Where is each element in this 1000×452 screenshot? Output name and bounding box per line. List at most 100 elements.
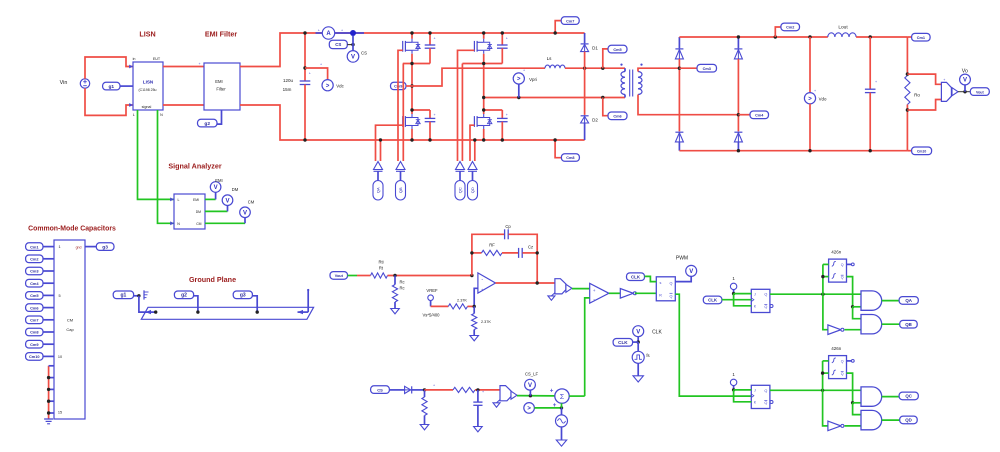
svg-text:V: V [225, 198, 229, 204]
svg-text:+: + [318, 28, 320, 32]
svg-text:LISN: LISN [143, 80, 154, 85]
svg-text:Vpri: Vpri [529, 77, 537, 82]
svg-text:-: - [481, 277, 483, 283]
svg-text:signal: signal [142, 105, 152, 109]
svg-text:V: V [689, 269, 693, 275]
svg-text:Ground Plane: Ground Plane [189, 275, 236, 284]
svg-text:>: > [517, 77, 521, 83]
svg-text:EMI: EMI [193, 198, 199, 202]
svg-text:1: 1 [732, 372, 735, 377]
svg-text:K: K [754, 401, 757, 405]
svg-text:Lout: Lout [838, 25, 848, 31]
svg-text:Cm8: Cm8 [30, 330, 39, 335]
svg-text:10: 10 [58, 355, 62, 359]
svg-text:5: 5 [58, 294, 60, 298]
svg-text:g2: g2 [204, 121, 210, 127]
svg-text:Cm3: Cm3 [30, 269, 39, 274]
svg-text:A: A [326, 31, 331, 37]
svg-text:V: V [214, 185, 218, 191]
svg-text:Cm7: Cm7 [566, 19, 574, 23]
svg-text:+: + [506, 37, 508, 41]
svg-text:Filter: Filter [216, 87, 226, 92]
svg-text:15m: 15m [283, 87, 292, 92]
svg-text:K: K [754, 305, 757, 309]
svg-text:Vo: Vo [962, 69, 968, 75]
svg-text:2.37K: 2.37K [457, 298, 467, 302]
svg-text:CLK: CLK [708, 298, 718, 303]
svg-text:Cm8: Cm8 [566, 156, 574, 160]
svg-text:CM: CM [196, 222, 201, 226]
svg-text:g1: g1 [120, 293, 126, 299]
svg-text:-: - [593, 297, 595, 303]
svg-text:V: V [963, 78, 967, 84]
svg-text:Vout: Vout [976, 90, 985, 94]
svg-text:CS_LF: CS_LF [525, 371, 538, 376]
svg-text:+: + [433, 384, 435, 388]
svg-text:g1: g1 [108, 84, 114, 90]
svg-text:fs: fs [646, 353, 649, 358]
svg-text:Cm5: Cm5 [613, 48, 621, 52]
svg-text:Vdo: Vdo [819, 97, 827, 102]
svg-text:Cm3: Cm3 [703, 67, 711, 71]
svg-text:Cm4: Cm4 [755, 114, 764, 118]
svg-text:s: s [660, 281, 662, 285]
svg-text:Cap: Cap [66, 327, 74, 332]
svg-text:QD: QD [470, 187, 475, 193]
svg-text:Cp: Cp [505, 224, 511, 229]
svg-text:R: R [659, 294, 662, 298]
svg-text:+: + [309, 72, 311, 76]
svg-text:Vdc: Vdc [336, 84, 344, 89]
svg-text:g3: g3 [240, 293, 246, 299]
svg-text:RF: RF [489, 243, 495, 248]
svg-text:Vin: Vin [60, 80, 68, 86]
svg-text:+: + [553, 402, 557, 409]
svg-text:CLK: CLK [652, 330, 662, 336]
svg-text:Ro: Ro [914, 93, 920, 98]
svg-text:V: V [528, 383, 532, 389]
svg-text:Cm10: Cm10 [917, 150, 926, 154]
svg-text:Ls: Ls [547, 56, 553, 61]
svg-text:QD: QD [905, 418, 912, 423]
svg-text:CLK: CLK [618, 340, 628, 345]
svg-text:J: J [754, 389, 756, 393]
svg-text:Cm1: Cm1 [917, 36, 925, 40]
svg-text:EMI: EMI [215, 178, 222, 183]
svg-text:D1: D1 [592, 46, 598, 51]
svg-text:QC: QC [905, 394, 912, 399]
svg-text:Signal Analyzer: Signal Analyzer [168, 161, 221, 170]
svg-text:N: N [177, 222, 180, 226]
svg-text:Q: Q [841, 276, 844, 280]
svg-text:Q: Q [764, 305, 767, 309]
svg-text:+: + [433, 113, 435, 117]
svg-text:Vs*5/400: Vs*5/400 [423, 313, 441, 318]
svg-text:Q: Q [764, 389, 767, 393]
svg-text:+: + [198, 62, 200, 66]
svg-text:+: + [875, 80, 877, 84]
svg-text:LISN: LISN [139, 29, 155, 38]
svg-text:L: L [133, 113, 135, 117]
svg-text:Q: Q [764, 293, 767, 297]
svg-text:Vout: Vout [335, 274, 344, 278]
svg-text:+: + [550, 388, 554, 395]
svg-text:120u: 120u [283, 78, 294, 83]
svg-text:Cm5: Cm5 [30, 293, 39, 298]
svg-text:Rc: Rc [400, 286, 405, 291]
svg-text:2.37K: 2.37K [481, 320, 491, 324]
svg-text:CS: CS [361, 51, 367, 56]
svg-text:>: > [326, 83, 330, 89]
svg-text:Q: Q [670, 282, 673, 286]
svg-text:Rti: Rti [378, 259, 383, 264]
svg-text:+: + [341, 28, 343, 32]
svg-text:J: J [754, 292, 756, 296]
svg-text:Q: Q [841, 263, 844, 267]
svg-text:+: + [482, 390, 484, 394]
svg-text:+: + [523, 69, 525, 73]
svg-text:N: N [160, 113, 163, 117]
svg-text:15: 15 [58, 411, 62, 415]
svg-text:QB: QB [398, 187, 403, 193]
svg-text:Cm2: Cm2 [786, 26, 794, 30]
svg-text:426n: 426n [831, 346, 842, 351]
svg-text:Q: Q [841, 360, 844, 364]
svg-text:V: V [351, 55, 355, 61]
svg-text:PWM: PWM [676, 256, 688, 262]
